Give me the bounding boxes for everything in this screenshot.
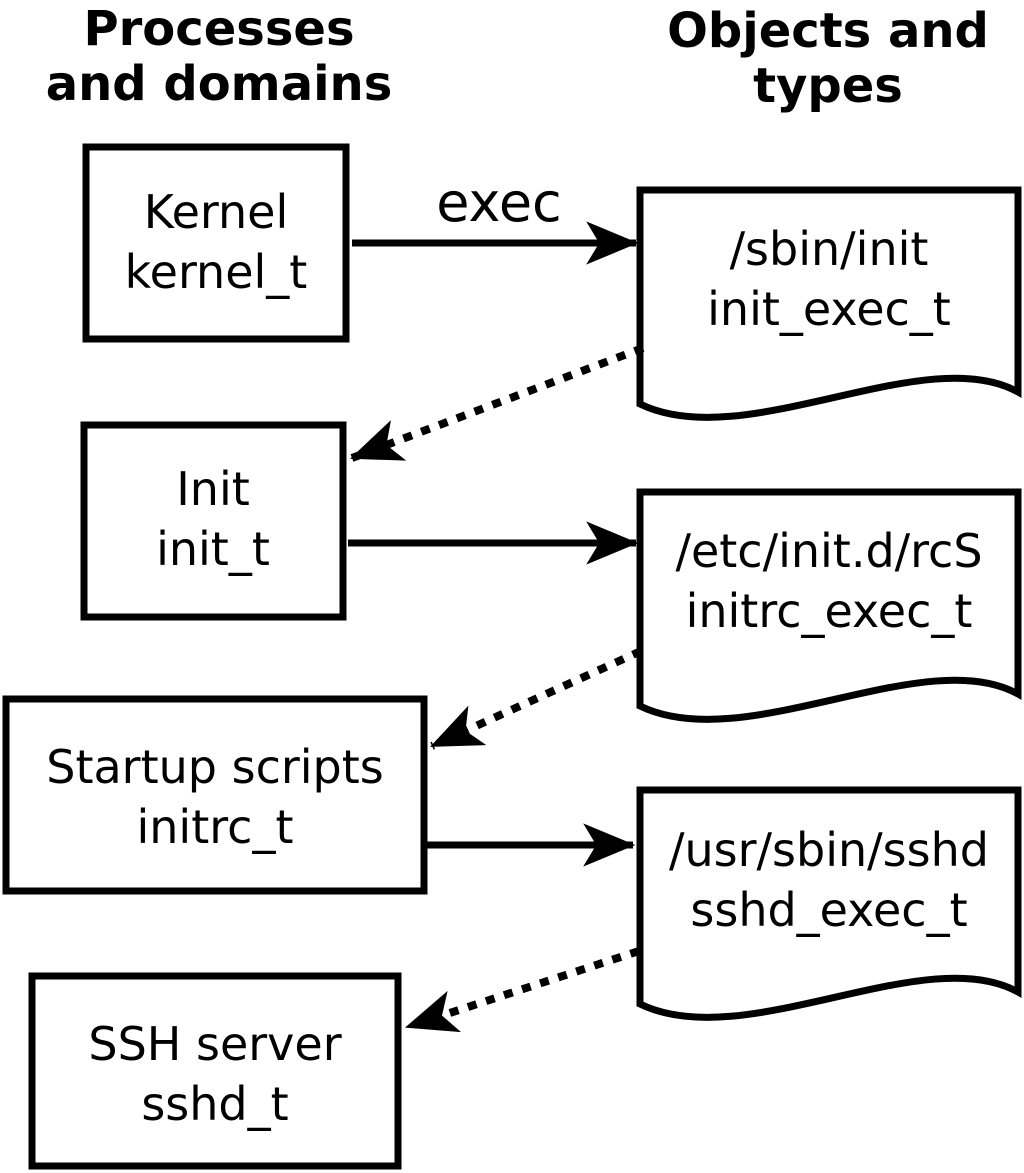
exec-arrow-label: exec — [436, 171, 561, 234]
process-box-init-shape — [80, 421, 347, 621]
right-header-line1: Objects and — [667, 3, 989, 59]
left-header-line1: Processes — [83, 1, 354, 57]
object-sshd-type: sshd_exec_t — [690, 883, 967, 937]
object-doc-etc-initd-rcS: /etc/init.d/rcS initrc_exec_t — [636, 488, 1022, 723]
object-doc-usr-sbin-sshd-shape — [636, 786, 1022, 1021]
process-init-name: Init — [176, 462, 250, 516]
process-box-ssh-server-shape — [28, 972, 402, 1170]
object-doc-sbin-init: /sbin/init init_exec_t — [636, 186, 1022, 421]
process-startup-name: Startup scripts — [46, 740, 384, 794]
process-box-startup-scripts-shape — [2, 695, 428, 895]
column-header-processes: Processes and domains — [46, 1, 393, 112]
process-box-kernel-shape — [82, 143, 350, 343]
column-header-objects: Objects and types — [667, 3, 989, 114]
object-sbin-init-type: init_exec_t — [707, 282, 951, 336]
process-box-ssh-server: SSH server sshd_t — [28, 972, 402, 1170]
right-header-line2: types — [753, 58, 903, 114]
object-sshd-path: /usr/sbin/sshd — [669, 823, 989, 877]
process-ssh-name: SSH server — [88, 1017, 341, 1071]
transition-arrow-sbin-init-to-init — [349, 344, 645, 462]
process-box-startup-scripts: Startup scripts initrc_t — [2, 695, 428, 895]
process-init-type: init_t — [156, 522, 270, 576]
object-rcS-type: initrc_exec_t — [686, 584, 973, 638]
object-doc-sbin-init-shape — [636, 186, 1022, 421]
process-box-kernel: Kernel kernel_t — [82, 143, 350, 343]
object-doc-usr-sbin-sshd: /usr/sbin/sshd sshd_exec_t — [636, 786, 1022, 1021]
object-rcS-path: /etc/init.d/rcS — [675, 524, 982, 578]
transition-arrow-rcS-to-startup-scripts — [430, 647, 643, 750]
object-doc-etc-initd-rcS-shape — [636, 488, 1022, 723]
process-kernel-name: Kernel — [144, 185, 289, 239]
object-sbin-init-path: /sbin/init — [730, 222, 929, 276]
transition-arrow-sshd-to-ssh-server — [404, 947, 641, 1033]
process-startup-type: initrc_t — [137, 800, 294, 854]
process-ssh-type: sshd_t — [141, 1077, 288, 1131]
left-header-line2: and domains — [46, 56, 393, 112]
process-box-init: Init init_t — [80, 421, 347, 621]
process-kernel-type: kernel_t — [125, 245, 308, 299]
